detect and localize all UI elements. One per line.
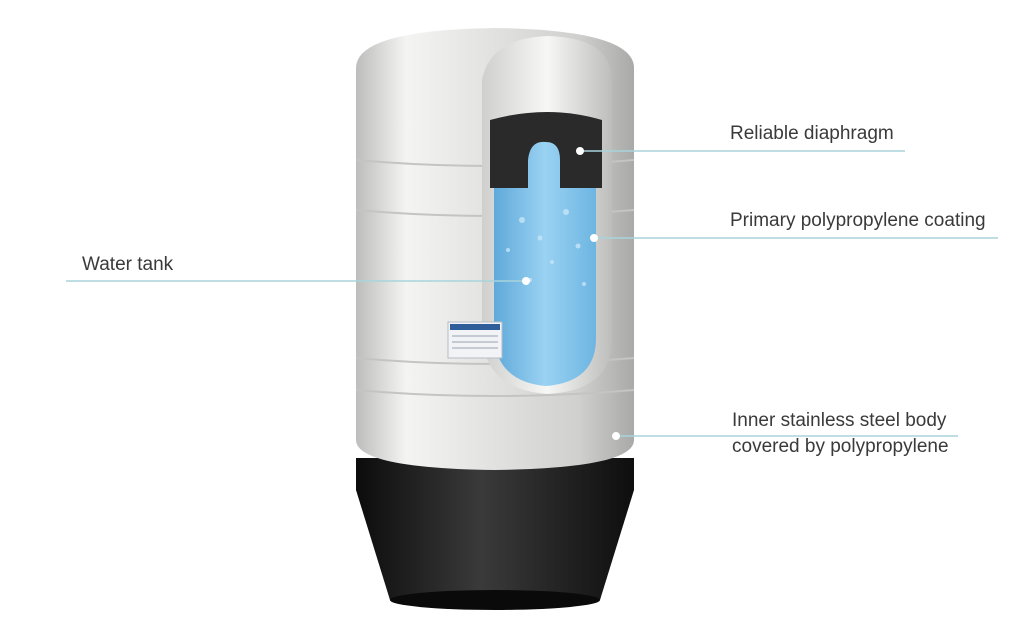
label-line: Reliable diaphragm [730,123,894,144]
leader-dot-steel-body [612,432,620,440]
label-line: Water tank [82,254,174,275]
label-reliable-diaphragm: Reliable diaphragm [730,121,894,147]
leader-lines [66,147,998,440]
tank-base-bottom [390,590,600,610]
tank-base [356,458,634,606]
label-line: Primary polypropylene coating [730,210,986,231]
leader-dot-coating [590,234,598,242]
label-line: Inner stainless steel body [732,410,947,431]
label-primary-coating: Primary polypropylene coating [730,208,986,234]
leader-dot-diaphragm [576,147,584,155]
label-steel-body: Inner stainless steel body covered by po… [732,408,949,460]
leader-dot-water-tank [522,277,530,285]
water [494,141,596,386]
label-line: covered by polypropylene [732,436,949,457]
label-water-tank: Water tank [82,252,173,278]
